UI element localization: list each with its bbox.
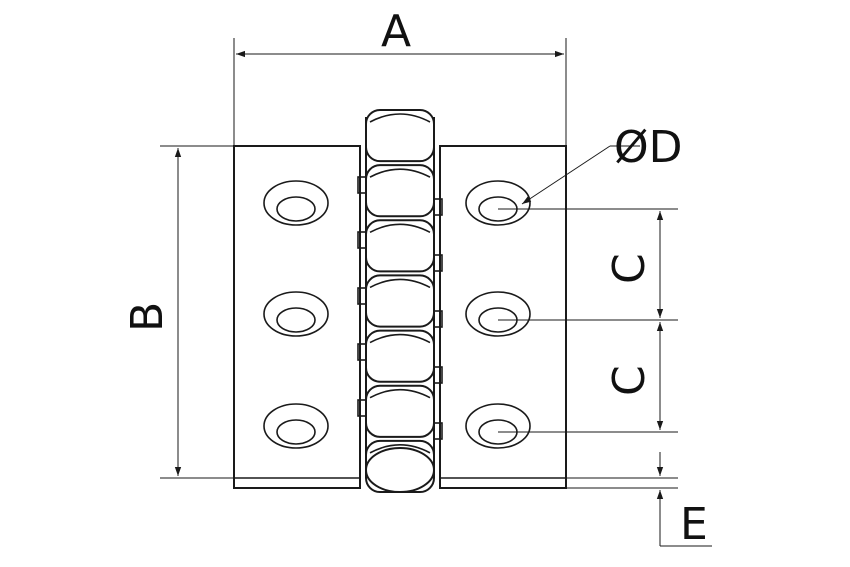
leader-d bbox=[521, 145, 640, 205]
dimension-c bbox=[498, 208, 678, 433]
hole-left-1-inner bbox=[276, 196, 316, 222]
knuckle-curve-3 bbox=[369, 223, 431, 233]
knuckle-6 bbox=[365, 384, 435, 438]
left-leaf bbox=[233, 145, 361, 489]
hole-right-2-outer bbox=[465, 291, 531, 337]
dimension-b bbox=[160, 145, 234, 479]
knuckle-curve-1 bbox=[369, 113, 431, 123]
knuckle-curve-2 bbox=[369, 168, 431, 178]
knuckle-5 bbox=[365, 329, 435, 383]
pin-end bbox=[365, 447, 435, 493]
label-c-upper: C bbox=[604, 253, 655, 284]
knuckle-2 bbox=[365, 164, 435, 218]
hole-right-3-outer bbox=[465, 403, 531, 449]
knuckle-4 bbox=[365, 274, 435, 328]
label-e: E bbox=[680, 499, 708, 550]
dimension-a bbox=[233, 38, 567, 146]
label-b: B bbox=[122, 301, 173, 332]
knuckle-1 bbox=[365, 109, 435, 163]
hole-left-3-outer bbox=[263, 403, 329, 449]
knuckle-3 bbox=[365, 219, 435, 273]
hole-left-1-outer bbox=[263, 180, 329, 226]
knuckle-curve-7 bbox=[369, 444, 431, 454]
label-c-lower: C bbox=[604, 365, 655, 396]
dimension-e bbox=[566, 452, 712, 547]
knuckle-curve-4 bbox=[369, 278, 431, 289]
hinge-pin bbox=[365, 109, 435, 494]
hole-left-2-inner bbox=[276, 307, 316, 333]
label-diameter-d: ØD bbox=[614, 122, 683, 173]
hole-left-2-outer bbox=[263, 291, 329, 337]
hole-left-3-inner bbox=[276, 419, 316, 445]
knuckle-curve-5 bbox=[369, 333, 431, 344]
knuckle-curve-6 bbox=[369, 389, 431, 399]
label-a: A bbox=[381, 6, 412, 57]
